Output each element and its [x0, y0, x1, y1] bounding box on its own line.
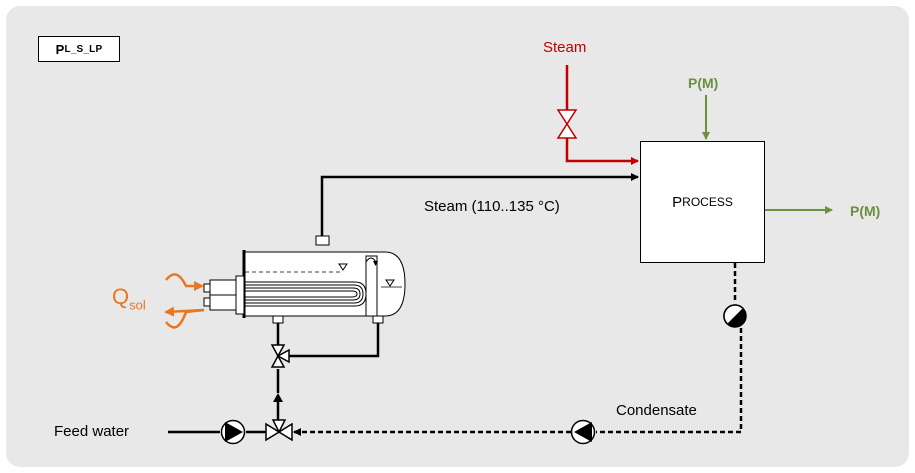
process-label-first: P: [672, 193, 683, 211]
steam-line: [320, 173, 639, 239]
power-input-label: P(M): [688, 75, 719, 91]
process-label-rest: ROCESS: [682, 195, 733, 209]
boiler-heat-exchanger-icon: [203, 235, 406, 324]
power-output-label: P(M): [850, 203, 881, 219]
flow-arrow-up-icon: [273, 393, 283, 402]
condensate-pump-icon: [570, 419, 596, 445]
solar-heat-label: Qsol: [112, 284, 146, 312]
steam-supply-line: [565, 65, 639, 165]
three-way-valve-lower-icon: [265, 419, 293, 442]
condensate-label: Condensate: [616, 402, 697, 419]
diagram-label-first: P: [55, 41, 65, 57]
three-way-valve-upper-icon: [270, 344, 290, 368]
feed-pump-icon: [220, 419, 246, 445]
solar-heat-flow: [164, 273, 205, 329]
recirculation-loop: [276, 323, 380, 393]
steam-trap-icon: [723, 304, 747, 328]
solar-heat-subscript: sol: [129, 297, 146, 313]
feed-water-label: Feed water: [54, 423, 130, 440]
condensate-return-line: [293, 263, 743, 436]
steam-control-valve-icon: [556, 109, 578, 139]
steam-line-label: Steam (110..135 °C): [424, 198, 560, 215]
solar-heat-symbol: Q: [112, 284, 130, 309]
steam-input-label: Steam: [543, 39, 587, 56]
diagram-label-rest: L_S_LP: [64, 43, 103, 55]
